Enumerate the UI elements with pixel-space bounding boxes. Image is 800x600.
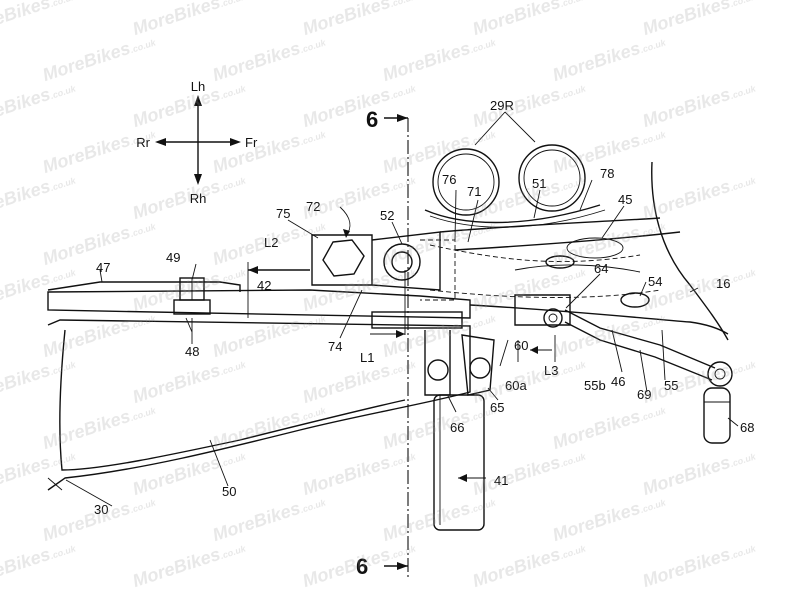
reference-labels: 29R 51 78 76 71 45 72 75 52 L2 49 47 42 … bbox=[94, 98, 754, 517]
label-41: 41 bbox=[494, 473, 508, 488]
label-55b: 55b bbox=[584, 378, 606, 393]
section-bottom-label: 6 bbox=[356, 554, 368, 579]
direction-down-label: Rh bbox=[190, 191, 207, 206]
label-52: 52 bbox=[380, 208, 394, 223]
leader-lines bbox=[65, 179, 739, 507]
dimension-lines bbox=[370, 330, 556, 362]
bracket-47 bbox=[47, 281, 241, 292]
body-panel-inner bbox=[59, 329, 406, 471]
label-29R: 29R bbox=[490, 98, 514, 113]
label-54: 54 bbox=[648, 274, 662, 289]
frame-lower-member bbox=[469, 304, 729, 335]
label-66: 66 bbox=[450, 420, 464, 435]
label-30: 30 bbox=[94, 502, 108, 517]
label-72: 72 bbox=[306, 199, 320, 214]
frame-16-outline bbox=[651, 161, 729, 341]
label-45: 45 bbox=[618, 192, 632, 207]
label-60: 60 bbox=[514, 338, 528, 353]
label-69: 69 bbox=[637, 387, 651, 402]
label-71: 71 bbox=[467, 184, 481, 199]
label-49: 49 bbox=[166, 250, 180, 265]
label-65: 65 bbox=[490, 400, 504, 415]
muffler-region bbox=[429, 237, 661, 308]
label-L1: L1 bbox=[360, 350, 374, 365]
direction-indicator: Lh Rh Rr Fr bbox=[136, 79, 258, 206]
panel-30-edge bbox=[47, 477, 63, 491]
label-L3: L3 bbox=[544, 363, 558, 378]
direction-left-label: Rr bbox=[136, 135, 150, 150]
direction-right-label: Fr bbox=[245, 135, 258, 150]
label-16: 16 bbox=[716, 276, 730, 291]
label-75: 75 bbox=[276, 206, 290, 221]
label-47: 47 bbox=[96, 260, 110, 275]
direction-up-label: Lh bbox=[191, 79, 205, 94]
label-50: 50 bbox=[222, 484, 236, 499]
section-line: 6 6 bbox=[356, 107, 409, 580]
label-48: 48 bbox=[185, 344, 199, 359]
bolt-48-49 bbox=[173, 277, 211, 333]
pipe-pair-29R bbox=[424, 111, 606, 228]
lower-assembly bbox=[371, 294, 571, 531]
label-78: 78 bbox=[600, 166, 614, 181]
label-74: 74 bbox=[328, 339, 342, 354]
frame-upper-member bbox=[439, 217, 681, 251]
label-60a: 60a bbox=[505, 378, 527, 393]
label-42: 42 bbox=[257, 278, 271, 293]
label-76: 76 bbox=[442, 172, 456, 187]
label-51: 51 bbox=[532, 176, 546, 191]
label-46: 46 bbox=[611, 374, 625, 389]
mount-72 bbox=[311, 231, 456, 301]
label-55: 55 bbox=[664, 378, 678, 393]
body-panel-50 bbox=[47, 319, 471, 491]
step-assembly bbox=[564, 309, 733, 444]
label-L2: L2 bbox=[264, 235, 278, 250]
section-top-label: 6 bbox=[366, 107, 378, 132]
seat-rail-42 bbox=[47, 289, 471, 319]
label-64: 64 bbox=[594, 261, 608, 276]
label-68: 68 bbox=[740, 420, 754, 435]
